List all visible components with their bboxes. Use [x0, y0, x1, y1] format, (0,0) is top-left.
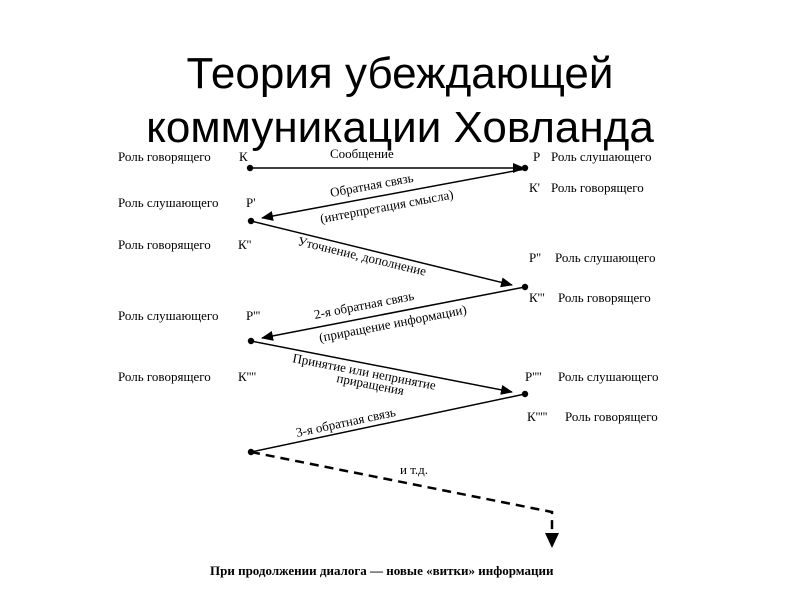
left-symbol: К: [239, 149, 248, 164]
node-dot: [247, 448, 255, 456]
arrow-feedback-2: [261, 286, 526, 341]
right-role-label: Роль говорящего: [551, 180, 644, 195]
arrow-label-refinement: Уточнение, дополнение: [296, 233, 428, 278]
dashed-continuation-line: [250, 450, 554, 546]
slide-title: Теория убеждающей коммуникации Ховланда: [0, 47, 800, 155]
left-symbol: К'''': [238, 369, 256, 384]
left-role-label: Роль слушающего: [118, 308, 218, 323]
arrow-label-feedback-3: 3-я обратная связь: [295, 404, 397, 440]
right-role-label: Роль говорящего: [558, 290, 651, 305]
arrow-label-message: Сообщение: [330, 146, 394, 161]
node-dot: [247, 217, 255, 225]
arrow-acceptance: [250, 340, 513, 395]
right-symbol: К': [529, 180, 540, 195]
left-role-label: Роль говорящего: [118, 369, 211, 384]
left-role-label: Роль говорящего: [118, 237, 211, 252]
node-dot: [247, 337, 255, 345]
arrow-refinement: [250, 220, 513, 288]
node-dot: [246, 164, 254, 172]
node-dot: [521, 283, 529, 291]
right-symbol: Р: [533, 149, 540, 164]
right-role-label: Роль слушающего: [551, 149, 651, 164]
left-symbol: К'': [238, 237, 251, 252]
left-symbol: Р': [246, 195, 256, 210]
node-dot: [521, 390, 529, 398]
diagram-footer: При продолжении диалога — новые «витки» …: [210, 563, 554, 578]
right-role-label: Роль слушающего: [555, 250, 655, 265]
left-role-label: Роль слушающего: [118, 195, 218, 210]
right-symbol: Р'': [529, 250, 541, 265]
title-line-1: Теория убеждающей: [186, 49, 614, 99]
node-dot: [521, 164, 529, 172]
left-symbol: Р''': [246, 308, 260, 323]
right-symbol: Р'''': [525, 369, 542, 384]
line-feedback-3: [250, 393, 526, 453]
left-role-label: Роль говорящего: [118, 149, 211, 164]
arrow-feedback-1: [261, 168, 526, 221]
right-role-label: Роль говорящего: [565, 409, 658, 424]
right-role-label: Роль слушающего: [558, 369, 658, 384]
arrow-label-etc: и т.д.: [400, 462, 428, 477]
title-line-2: коммуникации Ховланда: [146, 103, 654, 153]
right-symbol: К''''': [527, 409, 547, 424]
right-symbol: К''': [529, 290, 545, 305]
dashed-arrow-head: [545, 533, 559, 548]
